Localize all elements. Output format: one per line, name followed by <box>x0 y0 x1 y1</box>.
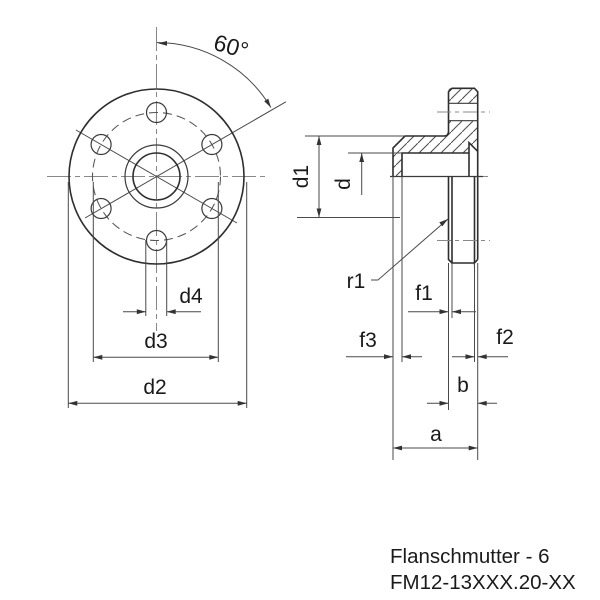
hole-axis-30deg <box>84 101 287 219</box>
dim-d1: d1 <box>290 136 322 218</box>
bolt-circle <box>91 111 222 242</box>
dim-label-60deg: 60° <box>211 29 252 64</box>
dim-label-d1: d1 <box>290 165 313 188</box>
dim-r1: r1 <box>347 218 449 293</box>
title-block: Flanschmutter - 6 FM12-13XXX.20-XX <box>390 545 576 594</box>
bolt-holes <box>90 101 223 252</box>
flange-bolt-hole-section <box>448 102 478 122</box>
dim-f2: f2 <box>452 326 514 360</box>
flange-outer-circle <box>68 88 245 265</box>
front-view: 60° d4 d3 d2 <box>47 27 287 408</box>
counterbore-circle <box>124 144 189 209</box>
dim-label-f1: f1 <box>415 282 433 305</box>
dim-label-d: d <box>332 178 355 190</box>
dim-d4: d4 <box>123 240 203 316</box>
dim-60deg: 60° <box>156 29 272 108</box>
dim-label-r1: r1 <box>347 270 366 293</box>
dim-label-b: b <box>457 374 469 397</box>
dim-label-a: a <box>430 423 442 446</box>
dim-label-d2: d2 <box>143 376 166 399</box>
hatch-flange-top <box>448 88 478 104</box>
dim-label-f2: f2 <box>496 326 514 349</box>
dim-d3: d3 <box>92 182 219 362</box>
dim-b: b <box>427 374 497 406</box>
flange-silhouette-lower <box>447 176 479 266</box>
dim-f1: f1 <box>408 282 476 315</box>
dim-label-f3: f3 <box>359 329 377 352</box>
dim-label-d3: d3 <box>144 330 167 353</box>
dim-f3: f3 <box>346 329 422 360</box>
drawing-title: Flanschmutter - 6 <box>390 545 550 568</box>
hole-axis-150deg <box>75 129 238 224</box>
bore-circle <box>132 152 181 201</box>
dim-label-d4: d4 <box>179 285 203 308</box>
dim-d2: d2 <box>67 182 248 408</box>
dim-a: a <box>393 423 478 451</box>
drawing-part-number: FM12-13XXX.20-XX <box>390 571 576 594</box>
hatch-body <box>393 120 478 177</box>
nut-outline <box>392 87 479 260</box>
section-view: d1 d r1 f1 f3 <box>290 87 514 460</box>
dim-d: d <box>332 153 365 195</box>
